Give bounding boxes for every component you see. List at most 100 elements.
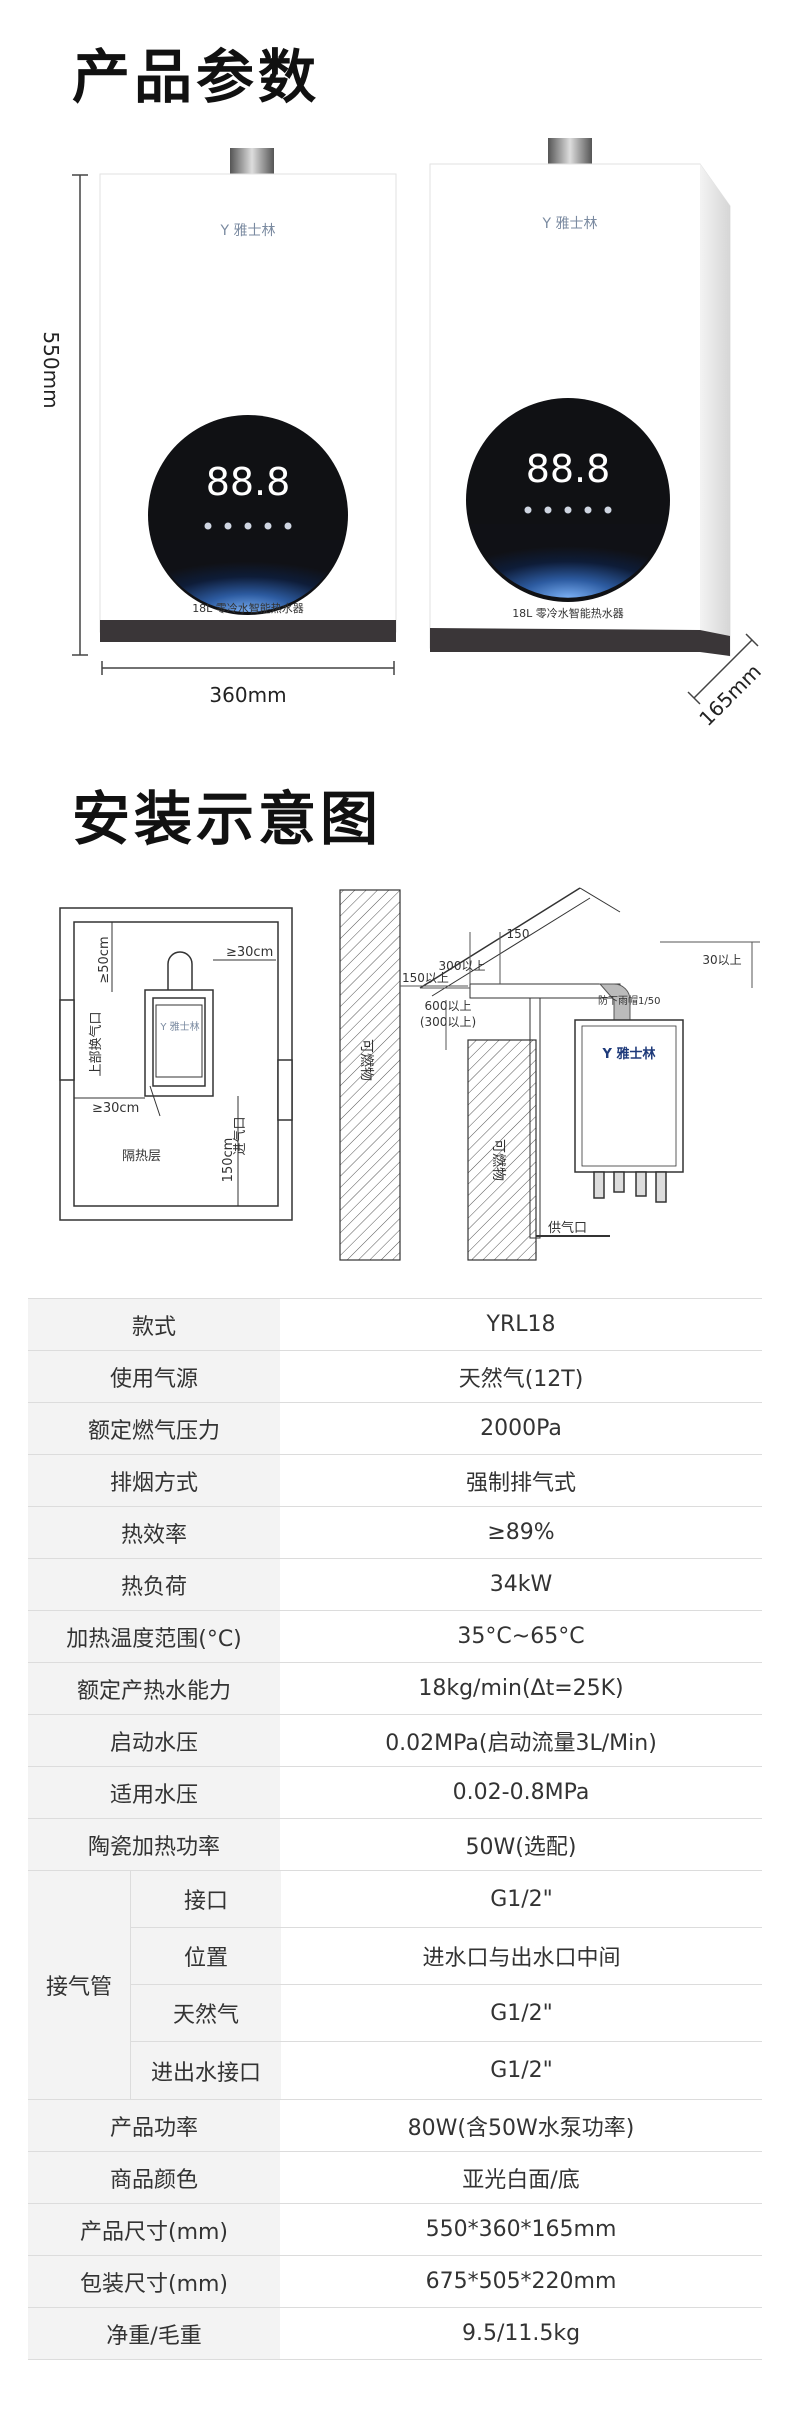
installation-diagram: Y 雅士林 隔热层 ≥50cm ≥30cm ≥30cm 上部换气口 进气口 15…	[59, 887, 760, 1261]
spec-row: 热效率 ≥89%	[28, 1507, 762, 1559]
width-dimension-label: 360mm	[209, 683, 286, 707]
spec-value: G1/2"	[490, 1886, 553, 1912]
spec-value: 天然气(12T)	[458, 1366, 584, 1392]
spec-group-label: 接气管	[28, 1871, 131, 2099]
spec-label: 热效率	[28, 1507, 280, 1558]
spec-value: 0.02MPa(启动流量3L/Min)	[385, 1730, 657, 1756]
spec-row: 排烟方式 强制排气式	[28, 1455, 762, 1507]
spec-value: 0.02-0.8MPa	[452, 1780, 590, 1805]
side-exhaust-pipe	[548, 138, 592, 164]
spec-value: G1/2"	[490, 2000, 553, 2026]
spec-group-gas-pipe: 接气管 接口 G1/2" 位置 进水口与出水口中间天然气 G1/2" 进出水接口 G1/2"	[28, 1871, 762, 2100]
spec-label: 进出水接口	[131, 2042, 281, 2099]
spec-label: 适用水压	[28, 1767, 280, 1818]
spec-value: 35°C~65°C	[457, 1624, 585, 1649]
spec-row: 产品功率 80W(含50W水泵功率)	[28, 2100, 762, 2152]
spec-label: 包装尺寸(mm)	[28, 2256, 280, 2307]
spec-label: 加热温度范围(°C)	[28, 1611, 280, 1662]
dim-600-label: 600以上	[425, 999, 472, 1013]
spec-label: 排烟方式	[28, 1455, 280, 1506]
spec-label: 额定燃气压力	[28, 1403, 280, 1454]
spec-label: 天然气	[131, 1985, 281, 2041]
spec-row: 额定燃气压力 2000Pa	[28, 1403, 762, 1455]
spec-label: 位置	[131, 1928, 281, 1984]
product-dimension-figure: 550mm Y 雅士林 88.8 18L 零冷水智能热水器 360mm Y 雅士…	[39, 138, 766, 730]
side-model-label: 18L 零冷水智能热水器	[512, 606, 624, 620]
wall-heater-body	[574, 1019, 684, 1173]
spec-label: 启动水压	[28, 1715, 280, 1766]
spec-label: 净重/毛重	[28, 2308, 280, 2359]
depth-dimension-label: 165mm	[694, 659, 766, 730]
specs-table: 款式 YRL18 使用气源 天然气(12T) 额定燃气压力 2000Pa 排烟方式 强制排气式…	[28, 1298, 762, 2360]
intake-vent-label: 进气口	[232, 1116, 248, 1155]
spec-value: 80W(含50W水泵功率)	[407, 2115, 635, 2141]
section-title-installation: 安装示意图	[72, 785, 383, 853]
spec-row: 净重/毛重 9.5/11.5kg	[28, 2308, 762, 2360]
spec-row: 热负荷 34kW	[28, 1559, 762, 1611]
clearance-top-label: ≥50cm	[97, 936, 112, 983]
spec-value: 进水口与出水口中间	[422, 1946, 621, 1971]
front-display-digits: 88.8	[206, 460, 291, 504]
dim-300b-label: (300以上)	[420, 1015, 476, 1029]
spec-row: 款式 YRL18	[28, 1299, 762, 1351]
spec-label: 款式	[28, 1299, 280, 1350]
height-dimension-label: 550mm	[39, 331, 63, 408]
spec-value: 550*360*165mm	[425, 2217, 617, 2242]
wall-heater-logo: Y 雅士林	[602, 1046, 656, 1062]
side-panel-buttons	[524, 506, 612, 514]
spec-value: 34kW	[489, 1572, 553, 1597]
spec-label: 商品颜色	[28, 2152, 280, 2203]
height-label: 150cm	[221, 1138, 236, 1183]
depth-dimension-line	[693, 639, 753, 699]
dim-30-label: 30以上	[702, 953, 741, 967]
spec-row: 天然气 G1/2"	[131, 1985, 762, 2042]
clearance-right-label: ≥30cm	[226, 945, 273, 960]
spec-value: 强制排气式	[465, 1470, 576, 1496]
spec-row: 进出水接口 G1/2"	[131, 2042, 762, 2099]
room-heater-logo: Y 雅士林	[159, 1020, 199, 1033]
spec-value: 675*505*220mm	[425, 2269, 617, 2294]
front-heater-base	[100, 620, 396, 642]
spec-row: 包装尺寸(mm) 675*505*220mm	[28, 2256, 762, 2308]
spec-value: ≥89%	[487, 1520, 555, 1545]
side-brand-logo: Y 雅士林	[541, 216, 597, 232]
spec-row: 启动水压 0.02MPa(启动流量3L/Min)	[28, 1715, 762, 1767]
spec-row: 使用气源 天然气(12T)	[28, 1351, 762, 1403]
dim-150b-label: 150以上	[402, 971, 449, 985]
spec-label: 接口	[131, 1871, 281, 1927]
spec-value: 9.5/11.5kg	[461, 2321, 581, 2346]
front-model-label: 18L 零冷水智能热水器	[192, 601, 304, 615]
spec-value: 18kg/min(Δt=25K)	[418, 1676, 624, 1701]
spec-value: YRL18	[486, 1312, 556, 1337]
spec-value: 2000Pa	[480, 1416, 562, 1441]
side-heater-base	[430, 628, 730, 656]
front-brand-logo: Y 雅士林	[219, 223, 275, 239]
spec-row: 额定产热水能力 18kg/min(Δt=25K)	[28, 1663, 762, 1715]
spec-row: 陶瓷加热功率 50W(选配)	[28, 1819, 762, 1871]
wall-section-diagram: Y 雅士林	[339, 887, 760, 1261]
spec-label: 使用气源	[28, 1351, 280, 1402]
insulation-label: 隔热层	[122, 1149, 161, 1164]
front-exhaust-pipe	[230, 148, 274, 174]
spec-value: G1/2"	[490, 2058, 553, 2083]
section-title-parameters: 产品参数	[72, 43, 321, 111]
spec-label: 热负荷	[28, 1559, 280, 1610]
spec-row: 商品颜色亚光白面/底	[28, 2152, 762, 2204]
front-panel-buttons	[204, 522, 292, 530]
gas-supply-label: 供气口	[548, 1220, 587, 1236]
spec-label: 额定产热水能力	[28, 1663, 280, 1714]
rain-cap-label: 防下雨帽1/50	[598, 994, 660, 1007]
spec-label: 陶瓷加热功率	[28, 1819, 280, 1870]
spec-value: 50W(选配)	[465, 1834, 577, 1860]
spec-row: 加热温度范围(°C) 35°C~65°C	[28, 1611, 762, 1663]
combustible-wall-label: 可燃物	[358, 1039, 375, 1081]
dim-150-label: 150	[507, 927, 530, 941]
spec-label: 产品尺寸(mm)	[28, 2204, 280, 2255]
clearance-bottom-label: ≥30cm	[92, 1101, 139, 1116]
room-plan-diagram	[59, 907, 293, 1221]
side-display-digits: 88.8	[526, 447, 611, 491]
spec-label: 产品功率	[28, 2100, 280, 2151]
spec-row: 位置 进水口与出水口中间	[131, 1928, 762, 1985]
exhaust-vent-label: 上部换气口	[88, 1011, 104, 1076]
spec-row: 接口 G1/2"	[131, 1871, 762, 1928]
